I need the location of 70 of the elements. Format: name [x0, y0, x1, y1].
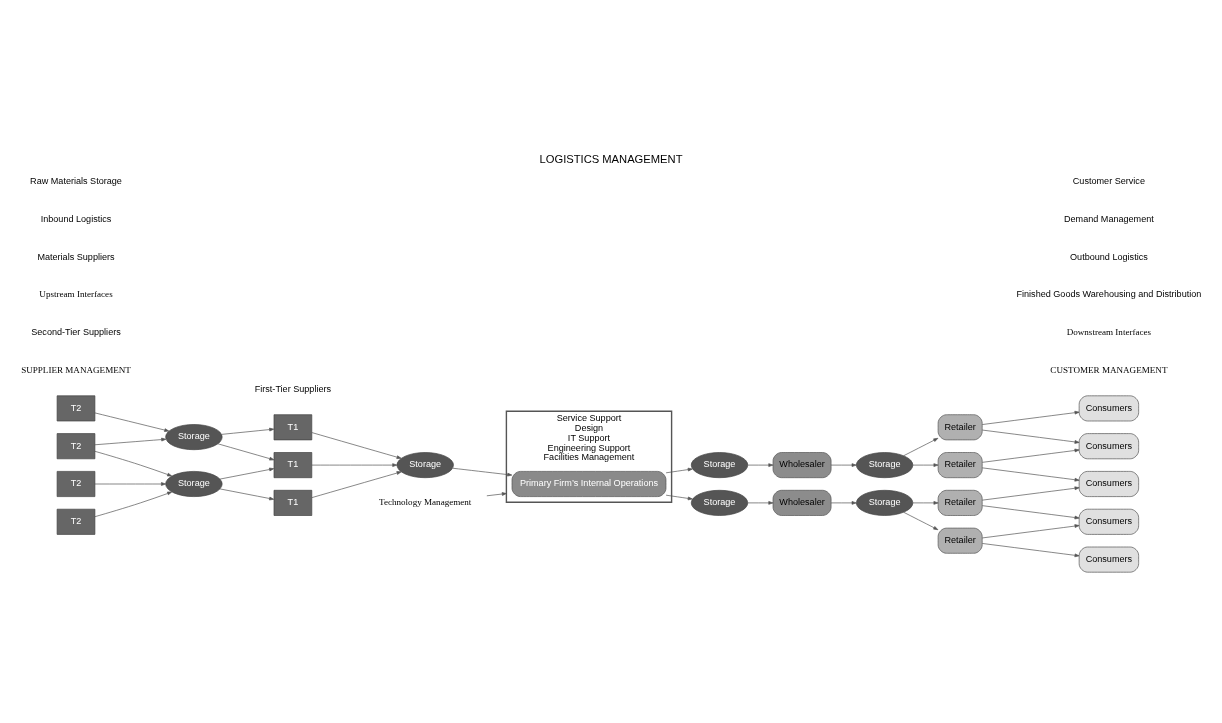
node-box: Wholesaler	[772, 489, 832, 516]
label: CUSTOMER MANAGEMENT	[1050, 364, 1168, 375]
node-box: Primary Firm’s Internal Operations	[511, 471, 667, 497]
node-box: Retailer	[937, 527, 983, 554]
node-ellipse: Storage	[856, 489, 914, 516]
arrow	[981, 410, 1080, 425]
label: SUPPLIER MANAGEMENT	[21, 364, 131, 375]
node-box: Consumers	[1078, 433, 1139, 460]
node-box: Retailer	[937, 414, 983, 441]
arrow	[830, 463, 857, 467]
arrow	[981, 543, 1080, 558]
label: First-Tier Suppliers	[254, 383, 332, 394]
label: Downstream Interfaces	[1066, 327, 1152, 338]
arrow	[452, 467, 513, 477]
label: Customer Service	[1072, 175, 1145, 186]
arrow	[903, 511, 939, 531]
arrow	[665, 467, 693, 474]
arrow	[486, 492, 507, 497]
diagram-title: LOGISTICS MANAGEMENT	[539, 152, 683, 165]
arrow	[219, 488, 275, 501]
node-box: T1	[273, 452, 313, 479]
label: Second-Tier Suppliers	[31, 327, 121, 338]
label: Finished Goods Warehousing and Distribution	[1016, 289, 1202, 300]
arrow	[311, 471, 402, 498]
arrow	[217, 443, 275, 461]
node-box: T2	[56, 395, 96, 422]
arrow	[94, 491, 173, 518]
node-box: Retailer	[937, 452, 983, 479]
arrow	[981, 486, 1080, 501]
arrow	[747, 501, 774, 505]
label: Inbound Logistics	[40, 213, 112, 224]
node-box: Consumers	[1078, 508, 1139, 535]
arrow	[830, 501, 857, 505]
arrow	[981, 505, 1080, 520]
label: Upstream Interfaces	[39, 289, 113, 300]
node-box: T2	[56, 508, 96, 535]
node-box: Wholesaler	[772, 452, 832, 479]
arrow	[94, 450, 173, 477]
node-box: Retailer	[937, 489, 983, 516]
label: Outbound Logistics	[1070, 251, 1148, 262]
node-box: Consumers	[1078, 395, 1139, 422]
node-ellipse: Storage	[856, 452, 914, 479]
arrow	[94, 412, 170, 432]
label: Materials Suppliers	[37, 251, 115, 262]
node-box: T1	[273, 489, 313, 516]
arrow	[665, 494, 693, 501]
node-text: Technology Management	[379, 497, 472, 508]
arrow	[311, 432, 402, 459]
arrow	[981, 448, 1080, 463]
node-box: T1	[273, 414, 313, 441]
node-ellipse: Storage	[690, 452, 749, 479]
node-ellipse: Storage	[690, 489, 749, 516]
arrow	[981, 467, 1080, 482]
arrow	[94, 437, 167, 446]
arrow	[912, 463, 939, 467]
arrow	[221, 427, 275, 435]
arrow	[311, 463, 398, 467]
arrow	[912, 501, 939, 505]
label: Raw Materials Storage	[30, 175, 122, 186]
node-box: T2	[56, 433, 96, 460]
arrow	[981, 429, 1080, 444]
node-box: T2	[56, 471, 96, 497]
arrow	[747, 463, 774, 467]
node-box: Consumers	[1078, 471, 1139, 497]
arrow	[219, 467, 275, 480]
label: Demand Management	[1063, 213, 1154, 224]
arrow	[94, 482, 166, 486]
arrow	[903, 437, 939, 457]
arrow	[981, 524, 1080, 539]
node-box: Consumers	[1078, 546, 1139, 573]
